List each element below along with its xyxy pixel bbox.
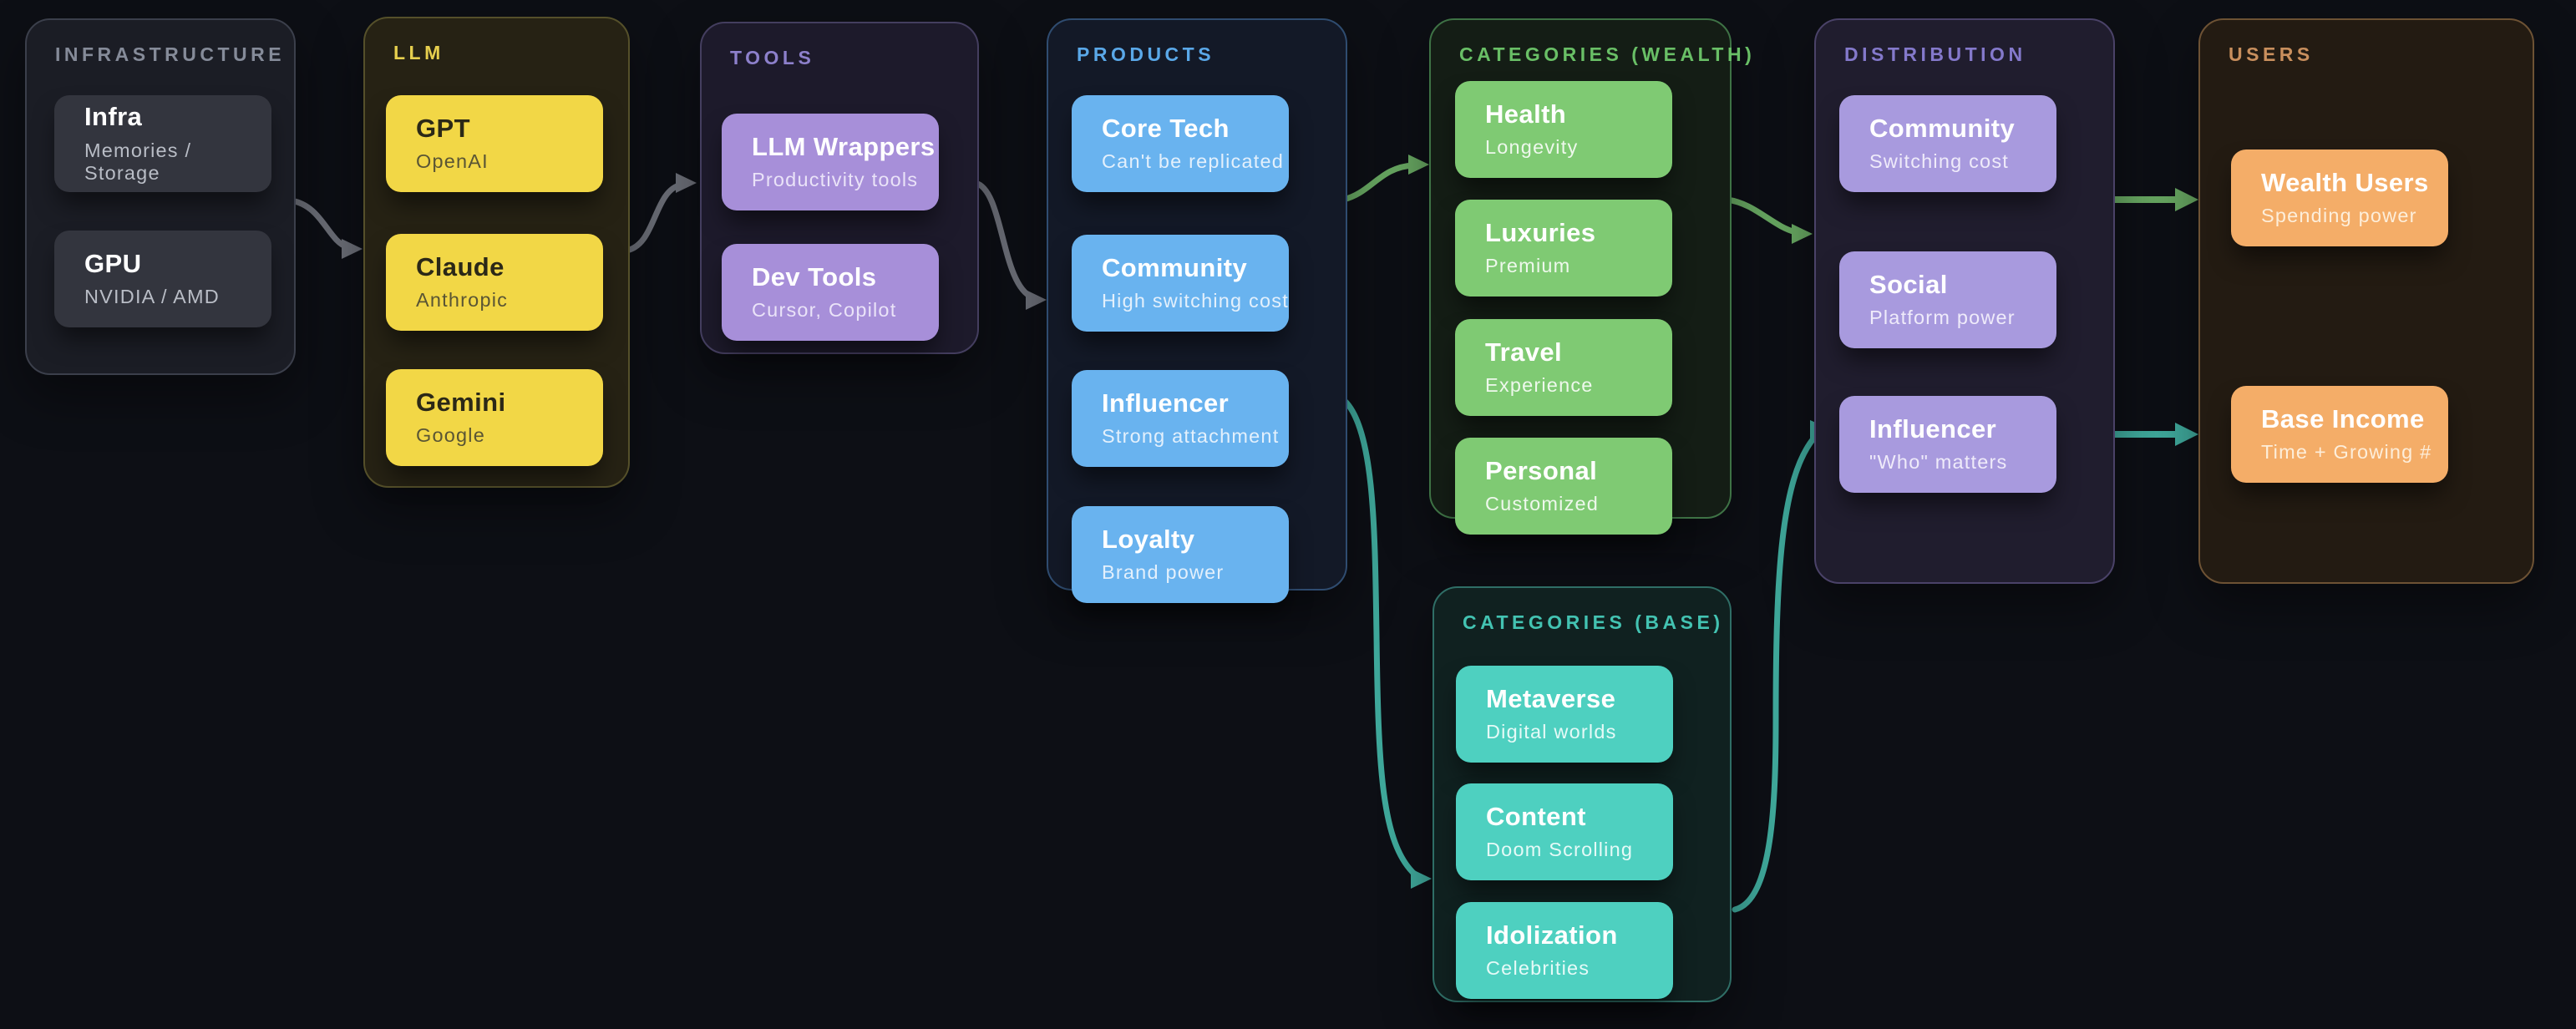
panel-header-categories-base: CATEGORIES (BASE) (1463, 611, 1724, 633)
edge-wealth-distribution-head (1792, 224, 1813, 244)
card-wealth-users[interactable]: Wealth Users Spending power (2231, 150, 2448, 246)
panel-header-infrastructure: INFRASTRUCTURE (55, 43, 286, 65)
edge-tools-products-head (1026, 290, 1047, 310)
card-community-product[interactable]: Community High switching cost (1072, 235, 1289, 332)
card-personal[interactable]: Personal Customized (1455, 438, 1672, 535)
panel-header-distribution: DISTRIBUTION (1844, 43, 2026, 65)
edge-infrastructure-llm (287, 197, 351, 251)
card-gpt[interactable]: GPT OpenAI (386, 95, 603, 192)
panel-products[interactable]: PRODUCTS Core Tech Can't be replicated C… (1047, 18, 1347, 603)
panel-llm[interactable]: LLM GPT OpenAI Claude Anthropic Gemini G… (363, 17, 630, 488)
edge-products-base (1341, 398, 1418, 878)
card-dev-tools[interactable]: Dev Tools Cursor, Copilot (722, 244, 939, 341)
card-loyalty[interactable]: Loyalty Brand power (1072, 506, 1289, 603)
panel-categories-base[interactable]: CATEGORIES (BASE) Metaverse Digital worl… (1433, 586, 1732, 1002)
edge-distribution-base-income-head (2175, 423, 2198, 446)
edge-products-wealth (1340, 162, 1417, 203)
card-travel[interactable]: Travel Experience (1455, 319, 1672, 416)
card-influencer-product[interactable]: Influencer Strong attachment (1072, 370, 1289, 467)
panel-distribution[interactable]: DISTRIBUTION Community Switching cost So… (1814, 18, 2115, 584)
card-social[interactable]: Social Platform power (1839, 251, 2056, 348)
card-gemini[interactable]: Gemini Google (386, 369, 603, 466)
panel-header-tools: TOOLS (730, 47, 815, 68)
card-influencer-distribution[interactable]: Influencer "Who" matters (1839, 396, 2056, 493)
card-luxuries[interactable]: Luxuries Premium (1455, 200, 1672, 297)
edge-llm-tools (623, 181, 685, 254)
edge-products-base-head (1411, 869, 1432, 889)
panel-tools[interactable]: TOOLS LLM Wrappers Productivity tools De… (700, 22, 979, 354)
edge-infrastructure-llm-head (342, 239, 363, 259)
card-infra[interactable]: Infra Memories / Storage (54, 95, 271, 192)
panel-header-categories-wealth: CATEGORIES (WEALTH) (1459, 43, 1756, 65)
card-community-distribution[interactable]: Community Switching cost (1839, 95, 2056, 192)
panel-header-llm: LLM (393, 42, 444, 63)
panel-categories-wealth[interactable]: CATEGORIES (WEALTH) Health Longevity Lux… (1429, 18, 1752, 535)
card-health[interactable]: Health Longevity (1455, 81, 1672, 178)
card-llm-wrappers[interactable]: LLM Wrappers Productivity tools (722, 114, 939, 210)
card-base-income[interactable]: Base Income Time + Growing # (2231, 386, 2448, 483)
panel-users[interactable]: USERS Wealth Users Spending power Base I… (2198, 18, 2534, 584)
card-claude[interactable]: Claude Anthropic (386, 234, 603, 331)
edge-products-wealth-head (1408, 155, 1429, 175)
card-idolization[interactable]: Idolization Celebrities (1456, 902, 1673, 999)
edge-base-distribution (1732, 434, 1818, 913)
panel-infrastructure[interactable]: INFRASTRUCTURE Infra Memories / Storage … (25, 18, 296, 375)
edge-tools-products (972, 180, 1036, 301)
edge-wealth-distribution (1724, 196, 1799, 236)
edge-distribution-wealth-users-head (2175, 188, 2198, 211)
card-content[interactable]: Content Doom Scrolling (1456, 783, 1673, 880)
panel-header-products: PRODUCTS (1077, 43, 1215, 65)
card-gpu[interactable]: GPU NVIDIA / AMD (54, 231, 271, 327)
card-metaverse[interactable]: Metaverse Digital worlds (1456, 666, 1673, 763)
panel-header-users: USERS (2229, 43, 2314, 65)
edge-llm-tools-head (676, 173, 697, 193)
card-core-tech[interactable]: Core Tech Can't be replicated (1072, 95, 1289, 192)
